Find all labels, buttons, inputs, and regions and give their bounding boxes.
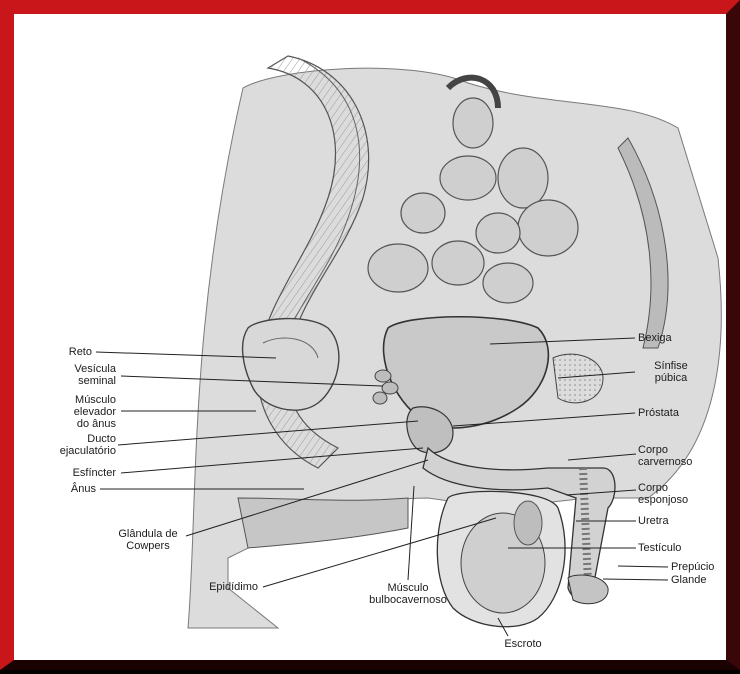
- anatomy-illustration: [28, 28, 740, 674]
- label-bexiga: Bexiga: [638, 332, 672, 344]
- label-anus: Ânus: [36, 483, 96, 495]
- label-glande: Glande: [671, 574, 706, 586]
- label-musculo-bulbocavernoso: Músculo bulbocavernoso: [348, 582, 468, 606]
- glans: [568, 575, 608, 604]
- label-testiculo: Testículo: [638, 542, 681, 554]
- label-musculo-elevador: Músculo elevador do ânus: [36, 394, 116, 430]
- label-sinfise-pubica: Sínfise púbica: [636, 360, 706, 384]
- label-vesicula-seminal: Vesícula seminal: [36, 363, 116, 387]
- label-prepucio: Prepúcio: [671, 561, 714, 573]
- label-epididimo: Epidídimo: [168, 581, 258, 593]
- label-esfincter: Esfíncter: [36, 467, 116, 479]
- label-glandula-cowpers: Glândula de Cowpers: [108, 528, 188, 552]
- label-corpo-cavernoso: Corpo carvernoso: [638, 444, 692, 468]
- label-ducto-ejaculatorio: Ducto ejaculatório: [36, 433, 116, 457]
- label-escroto: Escroto: [488, 638, 558, 650]
- label-corpo-esponjoso: Corpo esponjoso: [638, 482, 688, 506]
- label-reto: Reto: [42, 346, 92, 358]
- label-prostata: Próstata: [638, 407, 679, 419]
- label-uretra: Uretra: [638, 515, 669, 527]
- diagram-canvas: Reto Vesícula seminal Músculo elevador d…: [28, 28, 740, 674]
